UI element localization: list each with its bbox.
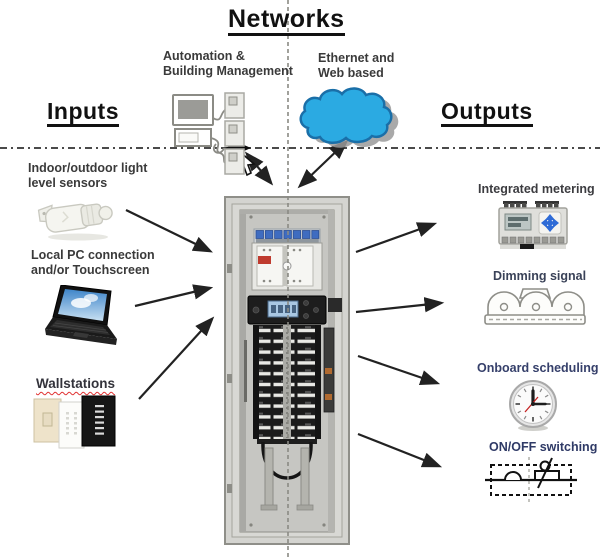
local-pc-label: Local PC connection and/or Touchscreen xyxy=(31,248,155,277)
wallstations-icon xyxy=(33,395,116,449)
panel-standoffs xyxy=(260,447,314,511)
arrow-laptop-to-panel xyxy=(134,284,214,308)
integrated-metering-label: Integrated metering xyxy=(478,182,595,196)
arrow-panel-to-switching xyxy=(357,432,443,468)
ethernet-label: Ethernet and Web based xyxy=(318,51,394,81)
dimming-signal-label: Dimming signal xyxy=(493,269,587,283)
arrow-cloud-to-panel xyxy=(297,139,349,189)
arrow-panel-to-metering xyxy=(355,222,438,254)
panel-cable xyxy=(261,441,313,480)
onboard-scheduling-label: Onboard scheduling xyxy=(477,361,599,375)
clock-icon xyxy=(509,380,557,431)
inputs-heading: Inputs xyxy=(47,99,119,128)
arrow-sensor-to-panel xyxy=(125,209,213,253)
panel-controller xyxy=(247,295,342,325)
ethernet-label-line1: Ethernet and xyxy=(318,51,395,65)
arrow-bms-to-panel xyxy=(244,151,274,186)
arrow-wallstations-to-panel xyxy=(138,316,215,400)
energy-meter-icon xyxy=(498,201,568,249)
dimming-ballast-icon xyxy=(484,288,586,325)
arrow-panel-to-dimming xyxy=(355,297,445,314)
wallstations-label: Wallstations xyxy=(36,376,116,391)
switch-circuit-icon xyxy=(485,457,577,503)
onoff-switching-label: ON/OFF switching xyxy=(489,440,598,454)
arrow-panel-to-scheduling xyxy=(357,354,441,385)
lighting-control-panel xyxy=(224,196,350,545)
main-contactor xyxy=(251,242,323,291)
cloud-icon xyxy=(299,87,399,148)
bms-label-line1: Automation & xyxy=(163,49,245,63)
light-sensor-icon xyxy=(37,203,113,241)
bms-label: Automation & Building Management xyxy=(163,49,293,79)
bms-label-line2: Building Management xyxy=(163,64,293,78)
din-modules xyxy=(224,92,245,175)
meter-dpad xyxy=(541,214,559,232)
building-management-controller-icon xyxy=(172,92,245,175)
outputs-heading: Outputs xyxy=(441,99,533,128)
networks-heading: Networks xyxy=(228,6,345,37)
laptop-icon xyxy=(45,285,117,345)
breaker-columns xyxy=(244,325,335,444)
ethernet-label-line2: Web based xyxy=(318,66,384,80)
light-sensors-label: Indoor/outdoor light level sensors xyxy=(28,161,148,190)
